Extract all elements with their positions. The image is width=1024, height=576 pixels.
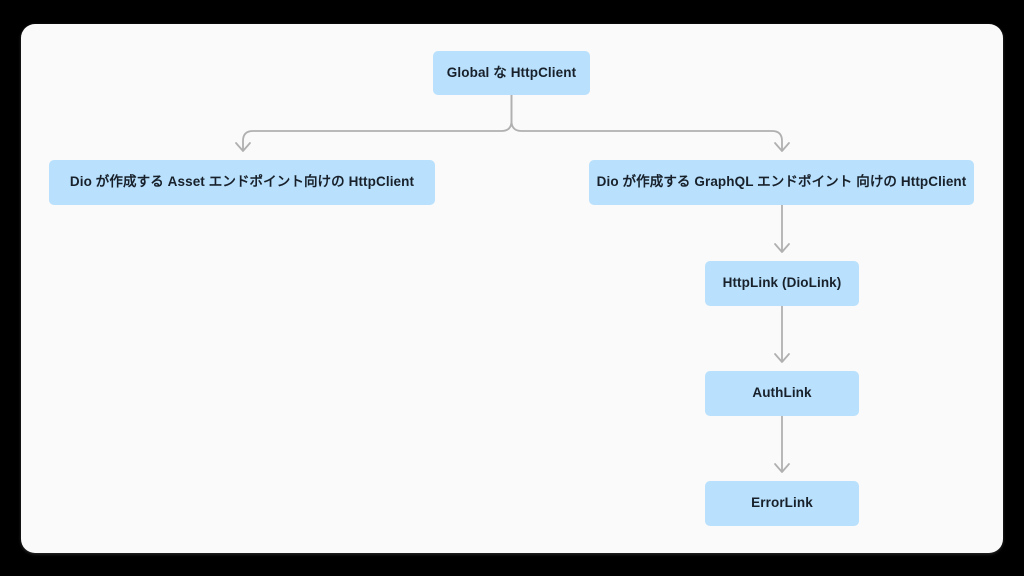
node-global-httpclient[interactable]: Global な HttpClient [433,51,590,95]
node-label: Dio が作成する Asset エンドポイント向けの HttpClient [69,174,415,190]
node-errorlink[interactable]: ErrorLink [705,481,859,526]
node-httplink-diolink[interactable]: HttpLink (DioLink) [705,261,859,306]
node-asset-httpclient[interactable]: Dio が作成する Asset エンドポイント向けの HttpClient [49,160,435,205]
node-label: ErrorLink [751,495,813,511]
node-label: HttpLink (DioLink) [722,275,842,291]
node-authlink[interactable]: AuthLink [705,371,859,416]
node-graphql-httpclient[interactable]: Dio が作成する GraphQL エンドポイント 向けの HttpClient [589,160,974,205]
node-label: Dio が作成する GraphQL エンドポイント 向けの HttpClient [596,174,967,190]
node-label: Global な HttpClient [446,64,577,80]
node-label: AuthLink [752,385,812,401]
